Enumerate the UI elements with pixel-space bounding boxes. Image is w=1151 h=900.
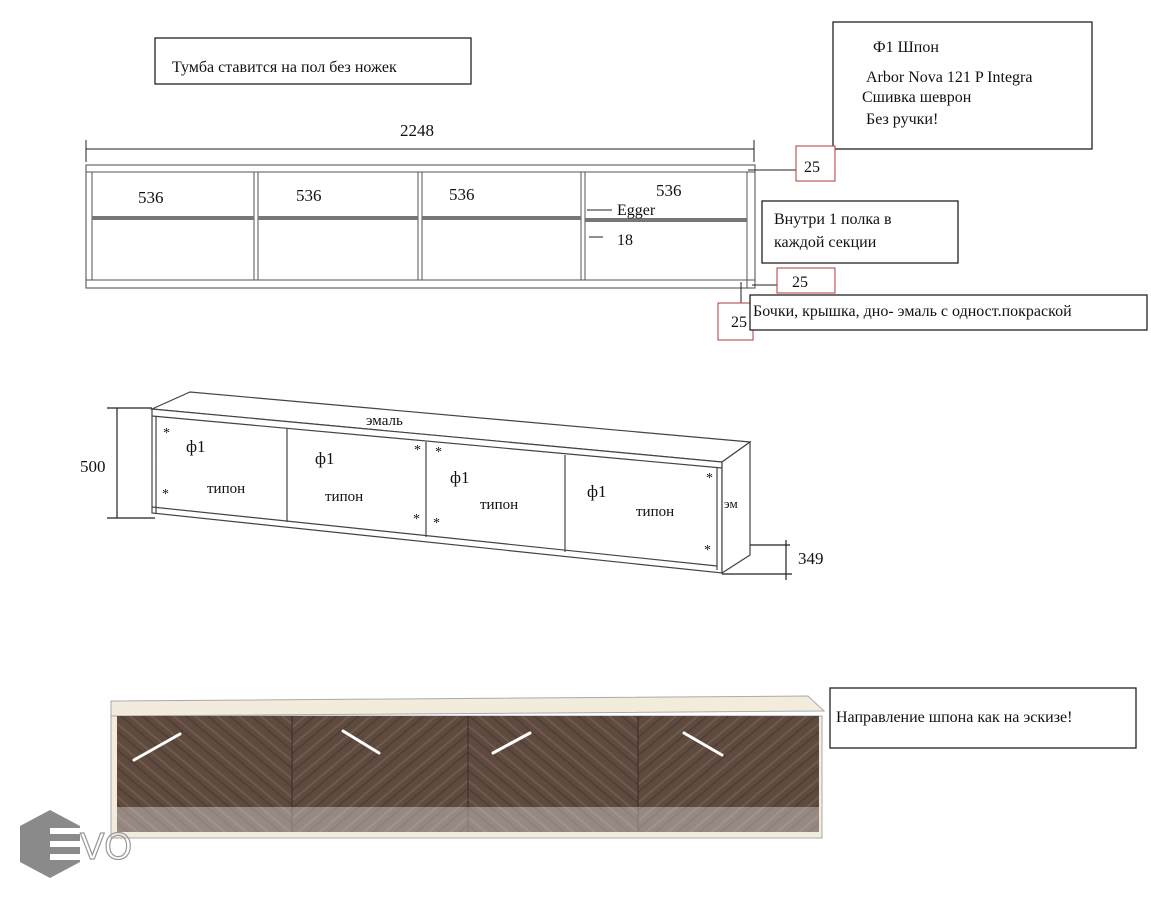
veneer-door [468,716,638,832]
section-width: 536 [138,188,164,207]
door-material-label: ф1 [587,482,607,501]
svg-text:*: * [706,471,713,486]
evo-logo: VO [20,810,133,878]
svg-text:*: * [433,516,440,531]
perspective-view: 500 349 эмаль эм ф1 ф1 ф1 ф1 типон типон… [80,391,824,580]
door-material-label: ф1 [450,468,470,487]
svg-text:*: * [435,445,442,460]
svg-text:*: * [413,512,420,527]
enamel-top [110,695,826,717]
cabinet-outline [85,164,756,289]
total-width-label: 2248 [400,121,434,140]
door-material-label: ф1 [186,437,206,456]
door-type-label: типон [325,489,363,505]
shelves [92,216,747,222]
section-width: 536 [656,181,682,200]
height-label: 500 [80,457,106,476]
veneer-door [638,716,819,832]
finish-note-text: Бочки, крышка, дно- эмаль с одност.покра… [753,303,1072,320]
side-face [721,440,751,575]
bottom-thickness-box: 25 [776,267,836,294]
section-width: 536 [449,185,475,204]
rendered-view [110,695,826,839]
handle-grooves [132,729,724,762]
depth-label: 349 [798,549,824,568]
veneer-door [117,716,292,832]
hinge-markers: * * * * * * * * [162,426,713,558]
shelf-note-line: Внутри 1 полка в [774,211,892,228]
floor-note-box: Тумба ставится на пол без ножек [154,37,472,85]
veneer-note-text: Направление шпона как на эскизе! [836,709,1072,726]
floor-note-text: Тумба ставится на пол без ножек [172,59,397,76]
top-thickness-box: 25 [795,145,836,182]
shelf-note-line: каждой секции [774,234,877,251]
door-type-label: типон [480,497,518,513]
door-type-label: типон [207,481,245,497]
top-thickness-label: 25 [804,159,820,176]
veneer-door [292,716,468,832]
svg-text:*: * [414,443,421,458]
side-thickness-box: 25 [717,302,754,341]
material-line: Ф1 Шпон [873,39,939,56]
side-finish-label: эм [724,496,738,511]
shelf-note-box: Внутри 1 полка в каждой секции [761,200,959,264]
svg-text:*: * [704,543,711,558]
door-type-label: типон [636,504,674,520]
material-line: Без ручки! [866,111,938,128]
top-finish-label: эмаль [366,413,403,429]
material-note-box: Ф1 Шпон Arbor Nova 121 P Integra Сшивка … [832,21,1093,150]
door-material-label: ф1 [315,449,335,468]
front-view: 2248 536 536 536 536 Egger 18 [85,121,796,322]
shelf-thickness-label: 18 [617,232,633,249]
svg-text:*: * [163,426,170,441]
svg-text:*: * [162,487,169,502]
finish-note-box: Бочки, крышка, дно- эмаль с одност.покра… [749,294,1148,331]
veneer-note-box: Направление шпона как на эскизе! [829,687,1137,749]
section-width: 536 [296,186,322,205]
material-line: Arbor Nova 121 P Integra [866,69,1032,86]
material-line: Сшивка шеврон [862,89,972,106]
logo-text: VO [80,827,132,868]
shelf-material-label: Egger [617,202,656,219]
side-thickness-label: 25 [731,314,747,331]
bottom-thickness-label: 25 [792,274,808,291]
